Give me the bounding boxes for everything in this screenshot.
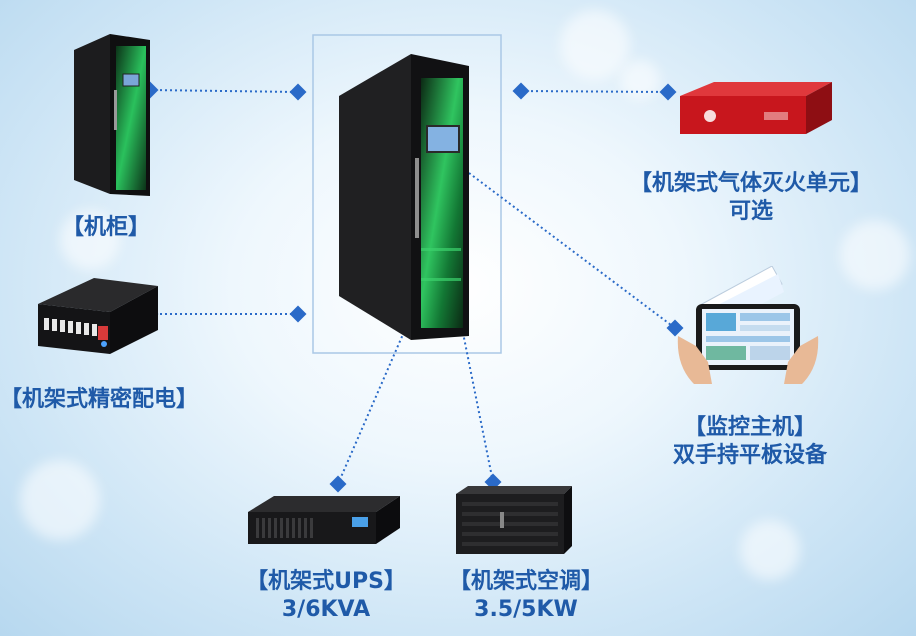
- ups-image: [248, 496, 400, 544]
- monitor-subtitle: 双手持平板设备: [672, 443, 827, 468]
- bokeh: [20, 460, 100, 540]
- bokeh: [560, 10, 630, 80]
- link-ups: [337, 271, 431, 485]
- center-frame: [312, 34, 502, 354]
- ac-title: 【机架式空调】: [448, 569, 603, 594]
- bokeh: [840, 220, 910, 290]
- monitor-title: 【监控主机】: [683, 415, 816, 440]
- connector-node: [289, 305, 307, 323]
- bokeh: [620, 60, 660, 100]
- fire-unit-subtitle: 可选: [728, 199, 773, 224]
- pdu-label: 【机架式精密配电】: [0, 387, 199, 412]
- ac-label: 【机架式空调】 3.5/5KW: [426, 568, 626, 624]
- ups-subtitle: 3/6KVA: [281, 597, 371, 622]
- monitor-label: 【监控主机】 双手持平板设备: [650, 414, 850, 470]
- link-cabinet: [149, 89, 299, 93]
- ac-subtitle: 3.5/5KW: [474, 597, 578, 622]
- ups-title: 【机架式UPS】: [246, 569, 406, 594]
- ups-label: 【机架式UPS】 3/6KVA: [226, 568, 426, 624]
- pdu-image: [38, 278, 158, 354]
- tablet-image: [677, 266, 819, 384]
- link-monitor: [464, 169, 676, 329]
- connector-node: [512, 82, 530, 100]
- fire-unit-label: 【机架式气体灭火单元】 可选: [616, 170, 886, 226]
- connector-node: [659, 83, 677, 101]
- connector-node: [289, 83, 307, 101]
- cabinet-image: [74, 34, 150, 196]
- fire-unit-title: 【机架式气体灭火单元】: [629, 171, 872, 196]
- ac-image: [456, 486, 572, 554]
- connector-node: [666, 319, 684, 337]
- fire-unit-image: [680, 82, 832, 134]
- bokeh: [740, 520, 800, 580]
- cabinet-label: 【机柜】: [62, 215, 151, 240]
- connector-node: [329, 475, 347, 493]
- bokeh: [60, 210, 120, 270]
- main-cabinet-image: [339, 54, 469, 340]
- link-fire: [520, 90, 669, 93]
